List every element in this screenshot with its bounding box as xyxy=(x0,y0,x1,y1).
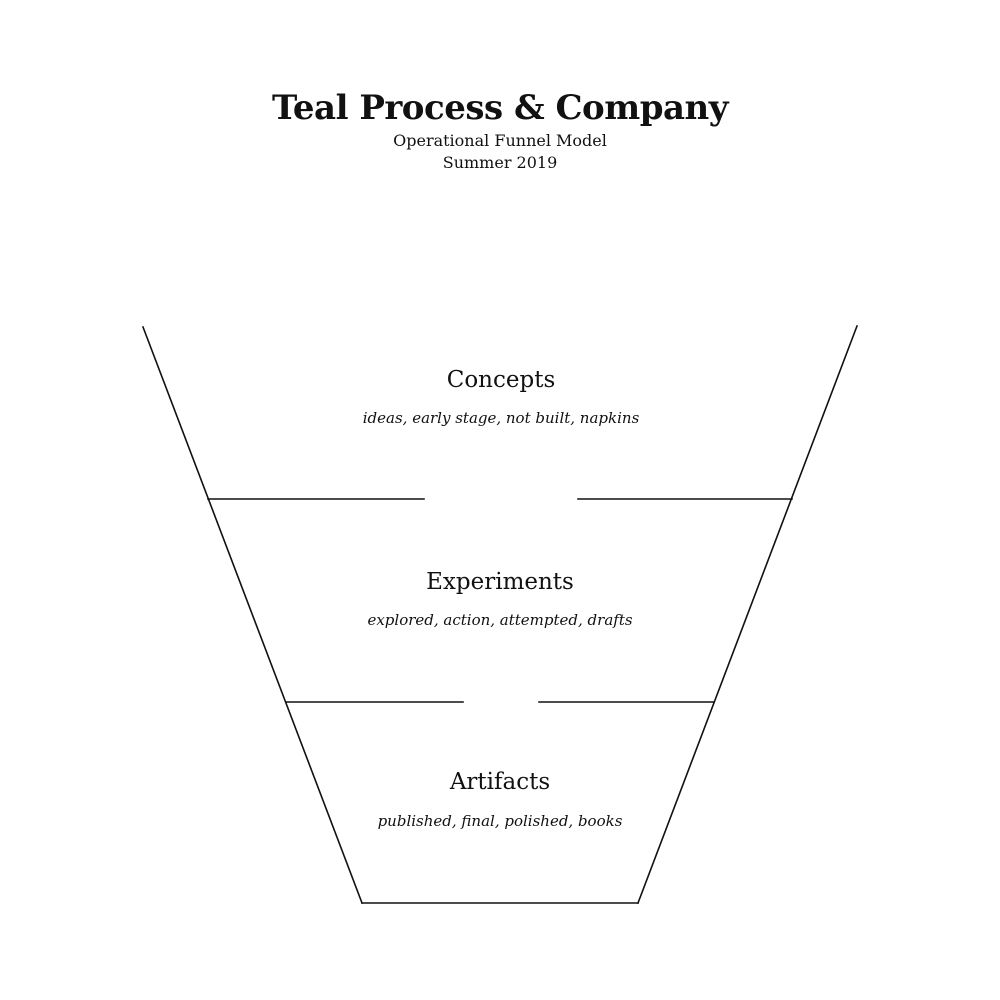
stage-title: Concepts xyxy=(447,367,556,393)
funnel-stage-artifacts: Artifacts published, final, polished, bo… xyxy=(378,769,623,830)
diagram-subtitle: Operational Funnel Model xyxy=(393,131,607,150)
stage-description: ideas, early stage, not built, napkins xyxy=(363,409,640,427)
funnel-stage-concepts: Concepts ideas, early stage, not built, … xyxy=(363,367,640,427)
funnel-left-edge xyxy=(141,325,364,905)
stage-description: explored, action, attempted, drafts xyxy=(367,611,632,629)
stage-description: published, final, polished, books xyxy=(378,812,623,830)
diagram-title: Teal Process & Company xyxy=(272,88,728,128)
diagram-header: Teal Process & Company Operational Funne… xyxy=(0,86,1000,174)
funnel-stage-experiments: Experiments explored, action, attempted,… xyxy=(367,569,632,629)
stage-title: Experiments xyxy=(426,569,574,595)
diagram-date: Summer 2019 xyxy=(442,153,558,172)
funnel-right-edge xyxy=(636,324,859,905)
stage-title: Artifacts xyxy=(449,769,550,795)
